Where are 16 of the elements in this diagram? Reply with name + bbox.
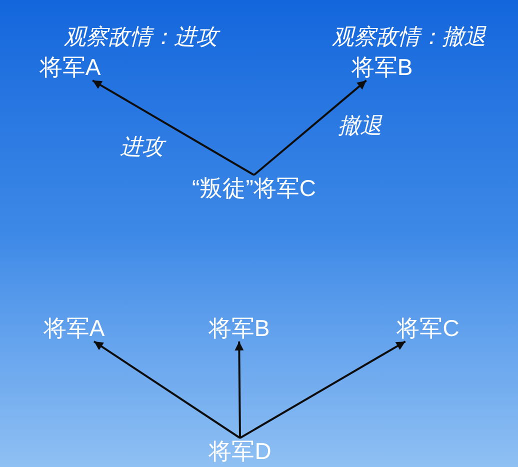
general-label: 将军D <box>208 438 272 464</box>
arrow <box>93 340 241 439</box>
arrow <box>253 80 367 176</box>
arrow <box>234 341 244 438</box>
edge-label: 进攻 <box>120 134 164 160</box>
edge-label: 撤退 <box>338 113 382 138</box>
observation-note: 观察敌情：进攻 <box>64 24 218 50</box>
general-label: 将军A <box>39 54 101 80</box>
general-label: “叛徒”将军C <box>192 175 316 202</box>
general-label: 将军B <box>351 54 413 80</box>
general-label: 将军C <box>396 315 460 342</box>
arrow <box>240 340 406 439</box>
observation-note: 观察敌情：撤退 <box>332 24 486 50</box>
general-label: 将军B <box>208 315 270 342</box>
general-label: 将军A <box>43 315 105 342</box>
arrow <box>92 80 254 176</box>
